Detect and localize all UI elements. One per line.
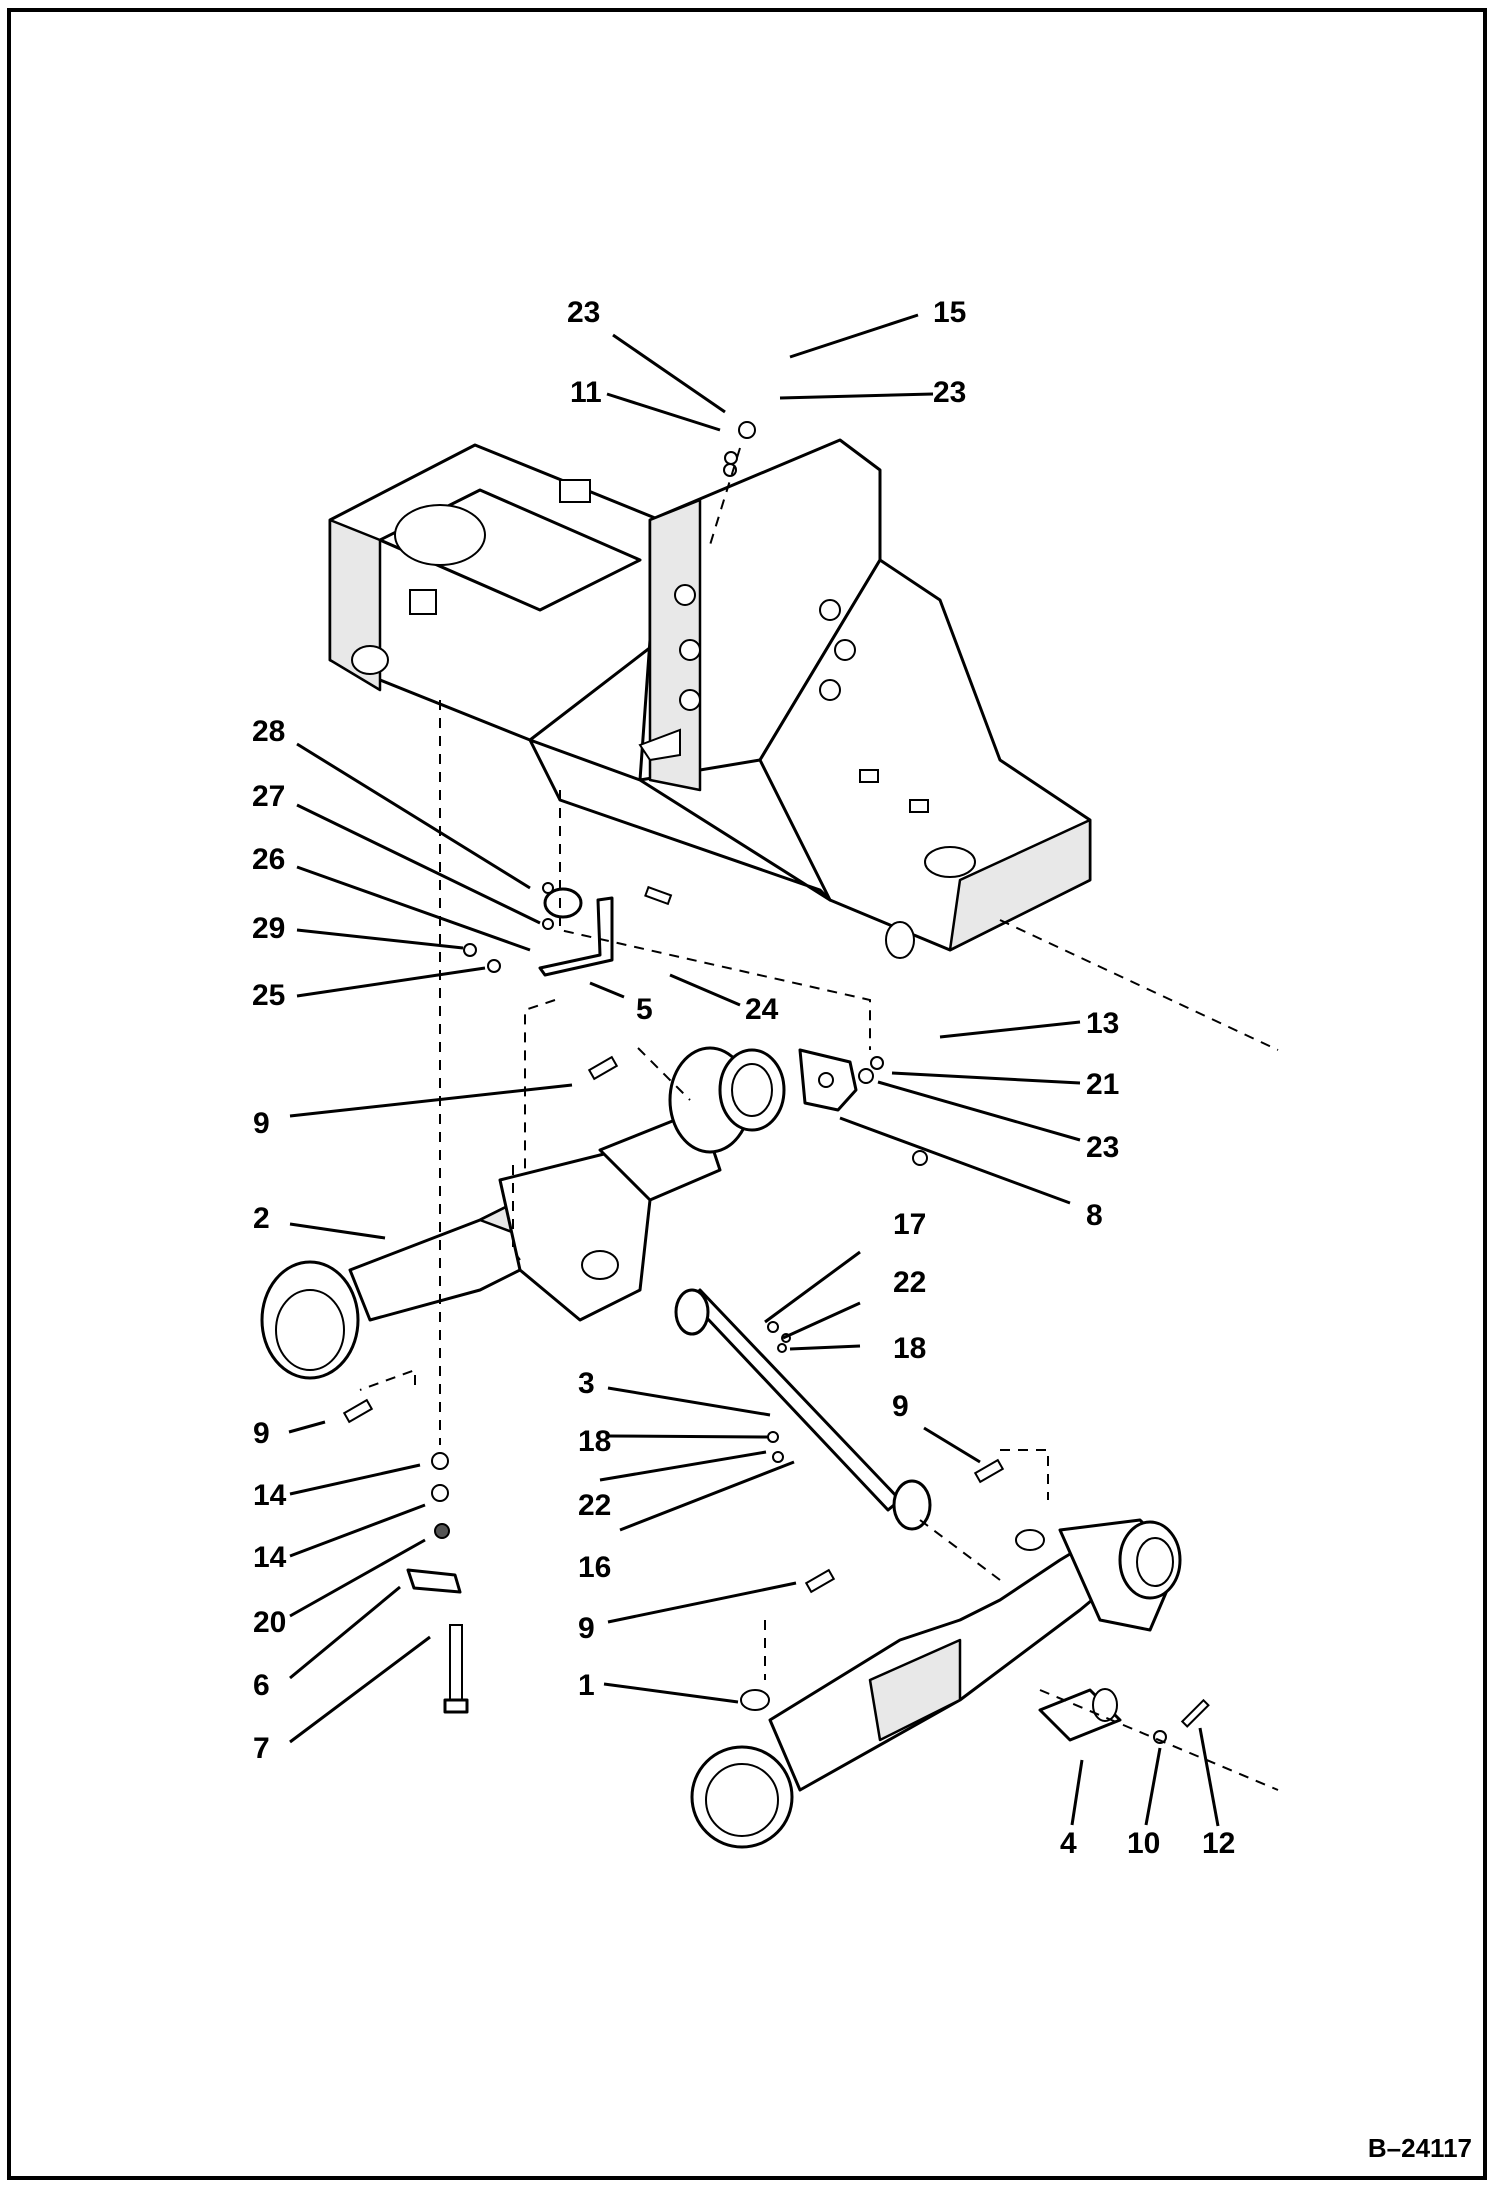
callout-2: 2: [253, 1202, 270, 1235]
callout-23: 23: [1086, 1131, 1119, 1164]
callout-labels: 23 15 11 23 28 27 26 29 25 5 24 13 21 23…: [252, 296, 1235, 1860]
callout-18: 18: [578, 1425, 611, 1458]
callout-10: 10: [1127, 1827, 1160, 1860]
front-axle: [690, 1518, 1182, 1849]
callout-7: 7: [253, 1732, 270, 1765]
linkage-bracket: [538, 887, 614, 977]
callout-20: 20: [253, 1606, 286, 1639]
mount-bracket: [798, 1048, 858, 1112]
fasteners: [342, 421, 1210, 1744]
callout-28: 28: [252, 715, 285, 748]
retainer-plate: [406, 1568, 462, 1594]
callout-14: 14: [253, 1479, 287, 1512]
callout-8: 8: [1086, 1199, 1103, 1232]
callout-9: 9: [253, 1107, 270, 1140]
callout-3: 3: [578, 1367, 595, 1400]
rear-axle: [260, 1046, 786, 1380]
callout-4: 4: [1060, 1827, 1077, 1860]
callout-23: 23: [933, 376, 966, 409]
callout-16: 16: [578, 1551, 611, 1584]
callout-1: 1: [578, 1669, 595, 1702]
callout-9: 9: [578, 1612, 595, 1645]
callout-13: 13: [1086, 1007, 1119, 1040]
callout-25: 25: [252, 979, 285, 1012]
main-frame: [328, 438, 1092, 959]
callout-24: 24: [745, 993, 779, 1026]
drawing-border: [7, 8, 1487, 2180]
callout-18: 18: [893, 1332, 926, 1365]
drive-shaft: [674, 1288, 932, 1531]
callout-27: 27: [252, 780, 285, 813]
drawing-reference-number: B–24117: [1367, 2133, 1472, 2163]
callout-22: 22: [578, 1489, 611, 1522]
callout-21: 21: [1086, 1068, 1119, 1101]
callout-23: 23: [567, 296, 600, 329]
callout-12: 12: [1202, 1827, 1235, 1860]
pivot-pin: [1038, 1688, 1122, 1742]
callout-9: 9: [253, 1417, 270, 1450]
callout-11: 11: [570, 376, 602, 409]
callout-22: 22: [893, 1266, 926, 1299]
assembly-lines: [359, 447, 1279, 1791]
long-bolt: [443, 1624, 469, 1714]
callout-9: 9: [892, 1390, 909, 1423]
callout-17: 17: [893, 1208, 926, 1241]
callout-26: 26: [252, 843, 285, 876]
callout-14: 14: [253, 1541, 287, 1574]
callout-5: 5: [636, 993, 653, 1026]
callout-29: 29: [252, 912, 285, 945]
leader-lines: [288, 313, 1220, 1827]
callout-15: 15: [933, 296, 966, 329]
callout-6: 6: [253, 1669, 270, 1702]
